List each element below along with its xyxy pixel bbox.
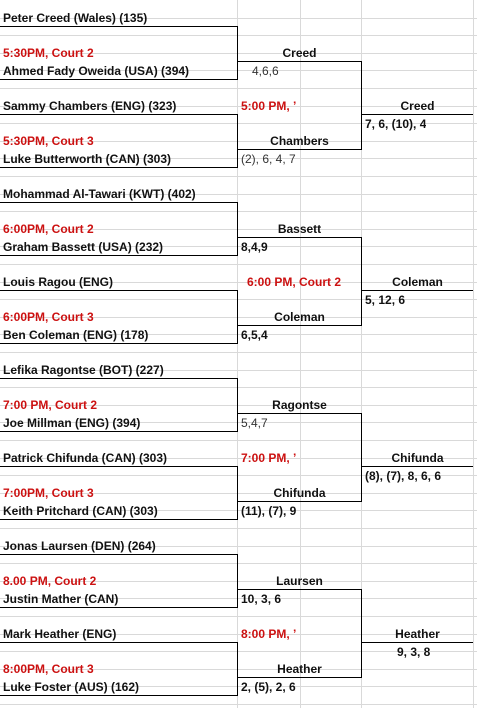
bracket-line xyxy=(0,290,238,291)
bracket-line xyxy=(0,255,238,256)
match-schedule[interactable]: 7:00 PM, ’ xyxy=(241,451,297,465)
match-score[interactable]: (2), 6, 4, 7 xyxy=(241,152,296,166)
bracket-line xyxy=(362,114,473,115)
match-winner[interactable]: Ragontse xyxy=(272,398,327,412)
bracket-line xyxy=(0,167,238,168)
player-name[interactable]: Ben Coleman (ENG) (178) xyxy=(3,328,149,342)
bracket-line xyxy=(238,325,362,326)
match-schedule[interactable]: 5:30PM, Court 2 xyxy=(3,46,94,60)
match-score[interactable]: 8,4,9 xyxy=(241,240,268,254)
bracket-line xyxy=(0,79,238,80)
match-winner[interactable]: Bassett xyxy=(277,222,322,236)
player-name[interactable]: Ahmed Fady Oweida (USA) (394) xyxy=(3,64,190,78)
match-schedule[interactable]: 5:00 PM, ’ xyxy=(241,99,297,113)
bracket-line xyxy=(0,378,238,379)
match-schedule[interactable]: 7:00 PM, Court 2 xyxy=(3,398,98,412)
match-score[interactable]: 5, 12, 6 xyxy=(365,293,406,307)
match-winner[interactable]: Heather xyxy=(395,627,440,641)
bracket-line xyxy=(237,114,238,168)
bracket-line xyxy=(0,202,238,203)
match-score[interactable]: 5,4,7 xyxy=(241,416,268,430)
bracket-line xyxy=(361,589,362,678)
player-name[interactable]: Keith Pritchard (CAN) (303) xyxy=(3,504,158,518)
bracket-line xyxy=(361,237,362,326)
match-schedule[interactable]: 8:00 PM, ’ xyxy=(241,627,297,641)
match-schedule[interactable]: 6:00 PM, Court 2 xyxy=(247,275,342,289)
match-score[interactable]: 6,5,4 xyxy=(241,328,268,342)
match-winner[interactable]: Creed xyxy=(400,99,435,113)
match-schedule[interactable]: 6:00PM, Court 3 xyxy=(3,310,94,324)
player-name[interactable]: Louis Ragou (ENG) xyxy=(3,275,113,289)
match-score[interactable]: 9, 3, 8 xyxy=(397,645,431,659)
match-schedule[interactable]: 5:30PM, Court 3 xyxy=(3,134,94,148)
bracket-line xyxy=(0,519,238,520)
player-name[interactable]: Patrick Chifunda (CAN) (303) xyxy=(3,451,168,465)
bracket-line xyxy=(237,642,238,696)
bracket-line xyxy=(0,343,238,344)
match-score[interactable]: 7, 6, (10), 4 xyxy=(365,117,427,131)
player-name[interactable]: Peter Creed (Wales) (135) xyxy=(3,11,148,25)
player-name[interactable]: Mohammad Al-Tawari (KWT) (402) xyxy=(3,187,196,201)
bracket-line xyxy=(362,642,473,643)
match-winner[interactable]: Laursen xyxy=(276,574,323,588)
bracket-line xyxy=(238,413,362,414)
match-schedule[interactable]: 7:00PM, Court 3 xyxy=(3,486,94,500)
player-name[interactable]: Luke Foster (AUS) (162) xyxy=(3,680,140,694)
match-winner[interactable]: Coleman xyxy=(392,275,443,289)
match-schedule[interactable]: 8:00PM, Court 3 xyxy=(3,662,94,676)
match-winner[interactable]: Creed xyxy=(282,46,317,60)
bracket-line xyxy=(238,61,362,62)
match-score[interactable]: (8), (7), 8, 6, 6 xyxy=(365,469,442,483)
bracket-line xyxy=(237,466,238,520)
bracket-line xyxy=(238,149,362,150)
player-name[interactable]: Justin Mather (CAN) xyxy=(3,592,119,606)
match-score[interactable]: 2, (5), 2, 6 xyxy=(241,680,296,694)
bracket-line xyxy=(0,607,238,608)
match-winner[interactable]: Chifunda xyxy=(273,486,326,500)
bracket-line xyxy=(238,589,362,590)
bracket-line xyxy=(237,554,238,608)
bracket-line xyxy=(0,466,238,467)
player-name[interactable]: Luke Butterworth (CAN) (303) xyxy=(3,152,172,166)
player-name[interactable]: Sammy Chambers (ENG) (323) xyxy=(3,99,177,113)
bracket-line xyxy=(237,26,238,80)
bracket-line xyxy=(238,501,362,502)
player-name[interactable]: Jonas Laursen (DEN) (264) xyxy=(3,539,156,553)
bracket-line xyxy=(0,554,238,555)
bracket-line xyxy=(0,114,238,115)
player-name[interactable]: Graham Bassett (USA) (232) xyxy=(3,240,164,254)
bracket-line xyxy=(0,431,238,432)
bracket-line xyxy=(0,26,238,27)
bracket-line xyxy=(362,466,473,467)
bracket-line xyxy=(237,378,238,432)
bracket-line xyxy=(362,290,473,291)
bracket-line xyxy=(361,61,362,150)
bracket-line xyxy=(237,290,238,344)
bracket-line xyxy=(361,413,362,502)
match-schedule[interactable]: 6:00PM, Court 2 xyxy=(3,222,94,236)
bracket-line xyxy=(238,677,362,678)
match-score[interactable]: 10, 3, 6 xyxy=(241,592,282,606)
bracket-line xyxy=(0,642,238,643)
bracket-line xyxy=(237,202,238,256)
match-winner[interactable]: Chifunda xyxy=(391,451,444,465)
player-name[interactable]: Joe Millman (ENG) (394) xyxy=(3,416,141,430)
match-score[interactable]: 4,6,6 xyxy=(252,64,279,78)
player-name[interactable]: Lefika Ragontse (BOT) (227) xyxy=(3,363,164,377)
match-schedule[interactable]: 8.00 PM, Court 2 xyxy=(3,574,97,588)
player-name[interactable]: Mark Heather (ENG) xyxy=(3,627,117,641)
match-winner[interactable]: Coleman xyxy=(274,310,325,324)
bracket-line xyxy=(238,237,362,238)
match-score[interactable]: (11), (7), 9 xyxy=(241,504,297,518)
match-winner[interactable]: Chambers xyxy=(270,134,329,148)
match-winner[interactable]: Heather xyxy=(277,662,322,676)
bracket-line xyxy=(0,695,238,696)
